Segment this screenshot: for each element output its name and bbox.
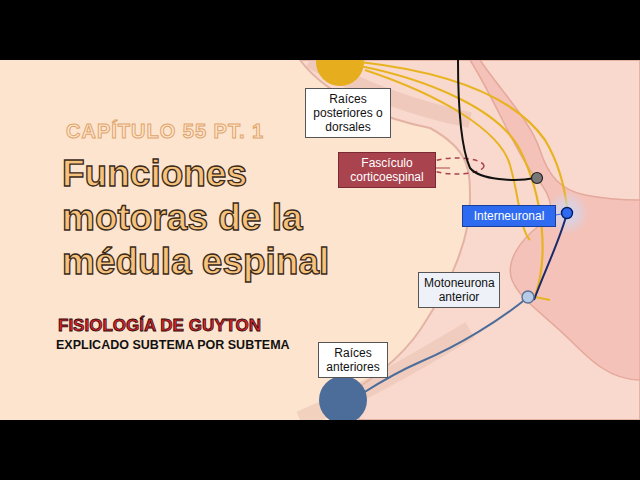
video-title: Funciones motoras de la médula espinal <box>62 152 347 284</box>
neuron-box: Motoneurona anterior <box>418 272 500 308</box>
neuron-box: Interneuronal <box>462 205 556 227</box>
subtitle-label: EXPLICADO SUBTEMA POR SUBTEMA <box>56 338 290 352</box>
series-label: FISIOLOGÍA DE GUYTON <box>58 316 261 336</box>
node-text: Fascículo corticoespinal <box>344 156 430 184</box>
node-text: Raíces anteriores <box>324 346 382 374</box>
tract-box: Fascículo corticoespinal <box>338 152 436 188</box>
chapter-label: CAPÍTULO 55 PT. 1 <box>66 120 264 143</box>
node-text: Motoneurona anterior <box>424 276 494 304</box>
label-box: Raíces anteriores <box>318 342 388 378</box>
node-text: Interneuronal <box>468 209 550 223</box>
label-box: Raíces posteriores o dorsales <box>305 88 391 138</box>
node-text: Raíces posteriores o dorsales <box>311 92 385 134</box>
